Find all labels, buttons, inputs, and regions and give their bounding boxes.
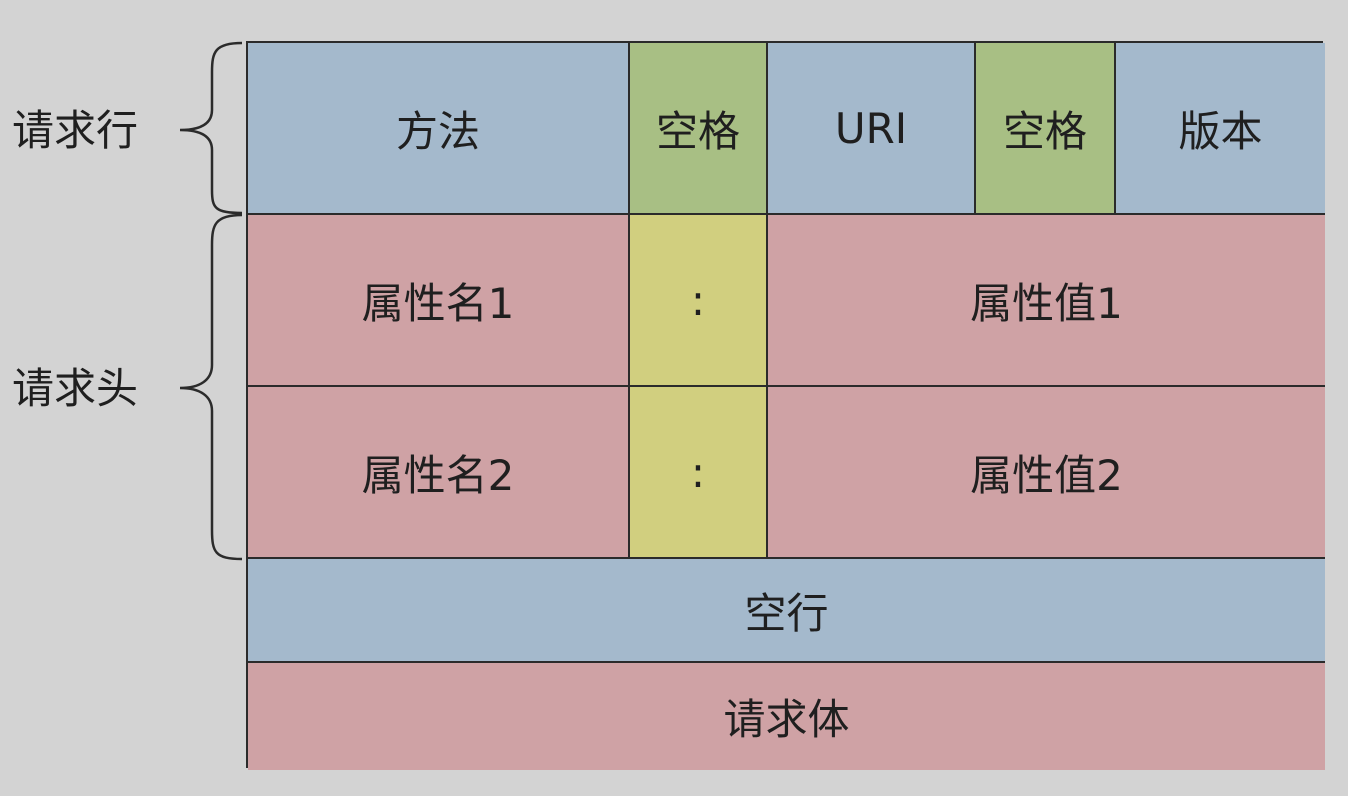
header-value-cell-1: 属性值1 xyxy=(768,215,1325,387)
request-header-brace xyxy=(179,213,243,561)
blank-line-cell: 空行 xyxy=(248,559,1325,663)
uri-cell: URI xyxy=(768,43,976,215)
space-cell-2: 空格 xyxy=(976,43,1116,215)
request-line-label: 请求行 xyxy=(12,106,139,155)
method-cell: 方法 xyxy=(248,43,630,215)
space-cell-1: 空格 xyxy=(630,43,768,215)
header-value-cell-2: 属性值2 xyxy=(768,387,1325,559)
request-body-cell: 请求体 xyxy=(248,663,1325,770)
header-colon-cell-2: : xyxy=(630,387,768,559)
http-request-diagram: 方法 空格 URI 空格 版本 属性名1 : 属性值1 属性名2 : 属性值2 … xyxy=(246,41,1325,770)
header-name-cell-1: 属性名1 xyxy=(248,215,630,387)
request-header-label: 请求头 xyxy=(12,364,139,413)
header-colon-cell-1: : xyxy=(630,215,768,387)
header-name-cell-2: 属性名2 xyxy=(248,387,630,559)
request-line-brace xyxy=(179,41,243,215)
version-cell: 版本 xyxy=(1116,43,1325,215)
brace-group xyxy=(179,41,243,561)
